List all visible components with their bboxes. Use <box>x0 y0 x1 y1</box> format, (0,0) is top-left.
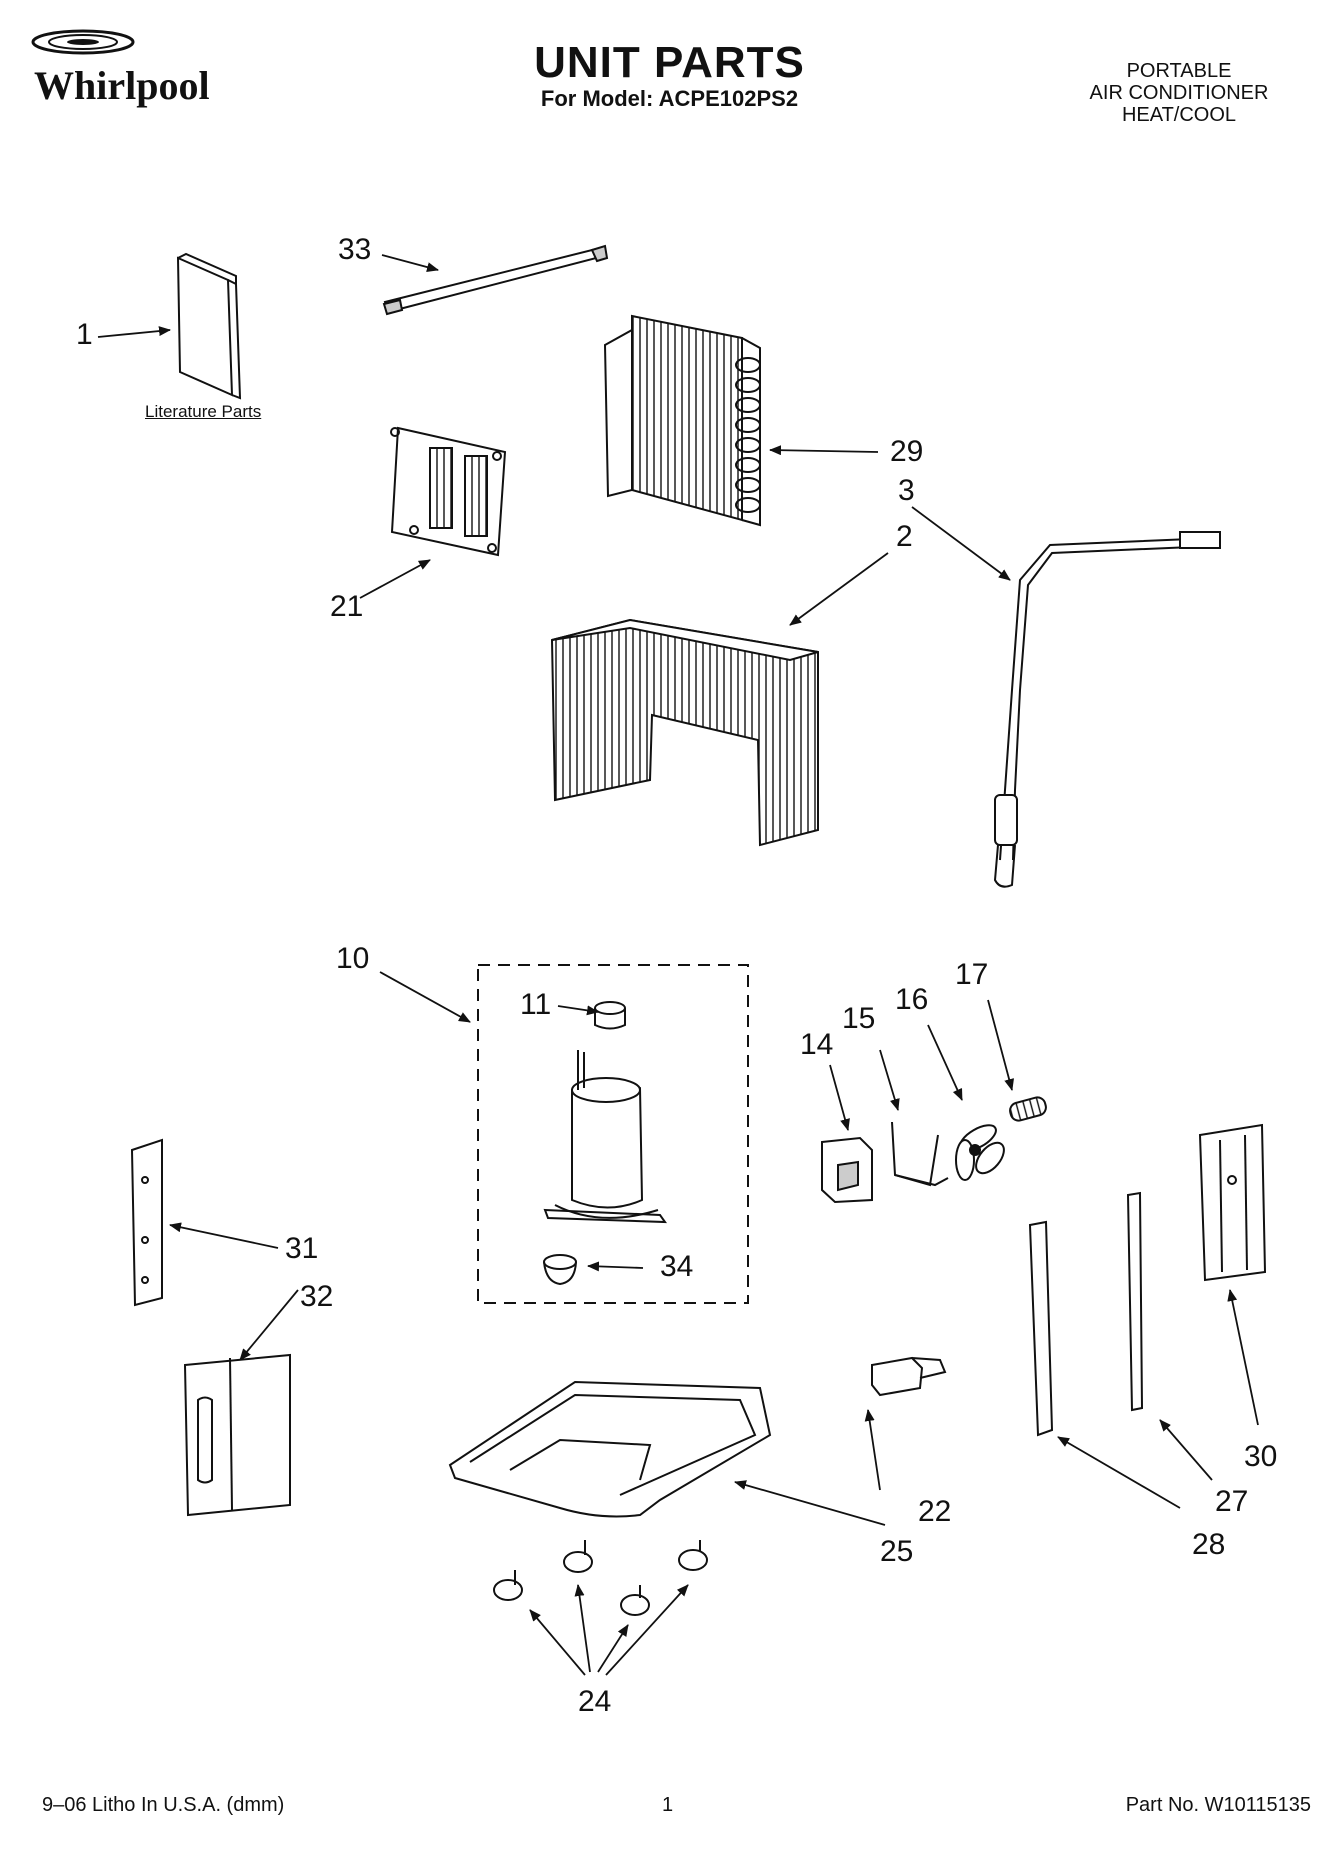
callout-2: 2 <box>896 520 913 553</box>
callout-24: 24 <box>578 1685 612 1718</box>
callout-1: 1 <box>76 318 93 351</box>
product-line-2: AIR CONDITIONER <box>1089 82 1269 104</box>
callout-14: 14 <box>800 1028 834 1061</box>
page-subtitle: For Model: ACPE102PS2 <box>540 86 799 111</box>
callout-28: 28 <box>1192 1528 1226 1561</box>
footer-page-number: 1 <box>662 1794 674 1816</box>
compressor <box>543 1001 667 1286</box>
callout-21: 21 <box>330 590 364 623</box>
thermistor-wire <box>993 531 1221 888</box>
callout-27: 27 <box>1215 1485 1249 1518</box>
callout-22: 22 <box>918 1495 952 1528</box>
callout-25: 25 <box>880 1535 914 1568</box>
product-line-1: PORTABLE <box>1126 60 1232 82</box>
callout-3: 3 <box>898 474 915 507</box>
guide-rail-short <box>1126 1191 1144 1412</box>
motor-bracket <box>821 1136 873 1204</box>
safety-switch <box>871 1356 947 1397</box>
logo-swirl-icon <box>31 29 135 55</box>
page-title: UNIT PARTS <box>534 38 805 87</box>
channel-bracket <box>1198 1123 1267 1282</box>
callout-30: 30 <box>1244 1440 1278 1473</box>
base-pan <box>448 1380 772 1518</box>
footer-part-number: Part No. W10115135 <box>1125 1794 1311 1816</box>
leader-arrows <box>97 254 1259 1676</box>
evaporator-coil <box>603 314 761 527</box>
callout-16: 16 <box>895 983 929 1016</box>
callout-15: 15 <box>842 1002 876 1035</box>
product-description: PORTABLE AIR CONDITIONER HEAT/COOL <box>1069 60 1289 126</box>
callout-34: 34 <box>660 1250 694 1283</box>
fan-holder <box>891 1121 949 1187</box>
spring <box>1009 1096 1047 1122</box>
product-line-3: HEAT/COOL <box>1121 104 1237 126</box>
rear-panel <box>183 1353 291 1517</box>
callout-31: 31 <box>285 1232 319 1265</box>
callout-10: 10 <box>336 942 370 975</box>
heater-plate <box>390 426 507 557</box>
callout-29: 29 <box>890 435 924 468</box>
compressor-group-box <box>477 964 749 1304</box>
literature-book <box>176 252 242 400</box>
condenser-coil <box>550 618 819 847</box>
callout-17: 17 <box>955 958 989 991</box>
callout-33: 33 <box>338 233 372 266</box>
brand-name: Whirlpool <box>34 63 210 108</box>
callout-11: 11 <box>520 988 552 1021</box>
seal-strip <box>382 244 609 316</box>
side-bracket <box>130 1138 163 1307</box>
literature-parts-label: Literature Parts <box>145 402 262 421</box>
footer-litho: 9–06 Litho In U.S.A. (dmm) <box>42 1794 285 1816</box>
casters <box>493 1540 708 1616</box>
whirlpool-logo: Whirlpool <box>28 29 210 108</box>
callout-32: 32 <box>300 1280 334 1313</box>
fan-blade <box>955 1124 1005 1181</box>
guide-rail-long <box>1028 1220 1054 1437</box>
